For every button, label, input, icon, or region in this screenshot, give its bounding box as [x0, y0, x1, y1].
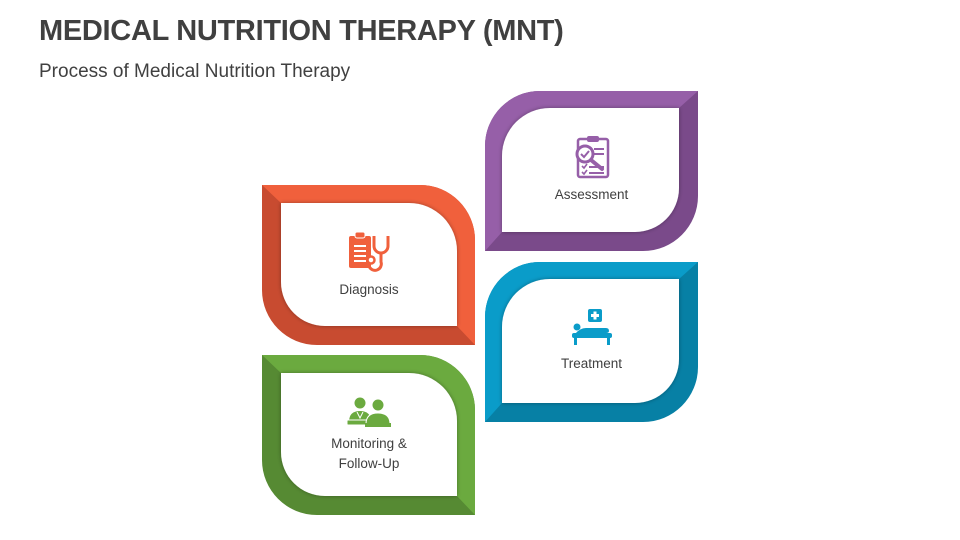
step-treatment: Treatment: [485, 262, 698, 422]
assessment-frame: [485, 91, 698, 251]
step-label: Assessment: [554, 187, 629, 202]
clipboard-magnifier-icon: [575, 136, 609, 179]
step-label-line1: Monitoring &: [331, 435, 407, 451]
step-label: Diagnosis: [339, 281, 399, 297]
step-monitoring: Monitoring & Follow-Up: [262, 355, 475, 515]
patient-bed-icon: [571, 309, 612, 345]
treatment-frame: [485, 262, 698, 422]
step-label: Treatment: [560, 356, 623, 371]
step-label-line2: Follow-Up: [338, 455, 400, 471]
clipboard-stethoscope-icon: [349, 231, 390, 272]
page-subtitle: Process of Medical Nutrition Therapy: [39, 61, 351, 82]
page-title: MEDICAL NUTRITION THERAPY (MNT): [39, 15, 564, 47]
step-diagnosis: Diagnosis: [262, 185, 475, 345]
monitoring-frame: [262, 355, 475, 515]
doctor-patient-icon: [347, 397, 391, 427]
step-assessment: Assessment: [485, 91, 698, 251]
